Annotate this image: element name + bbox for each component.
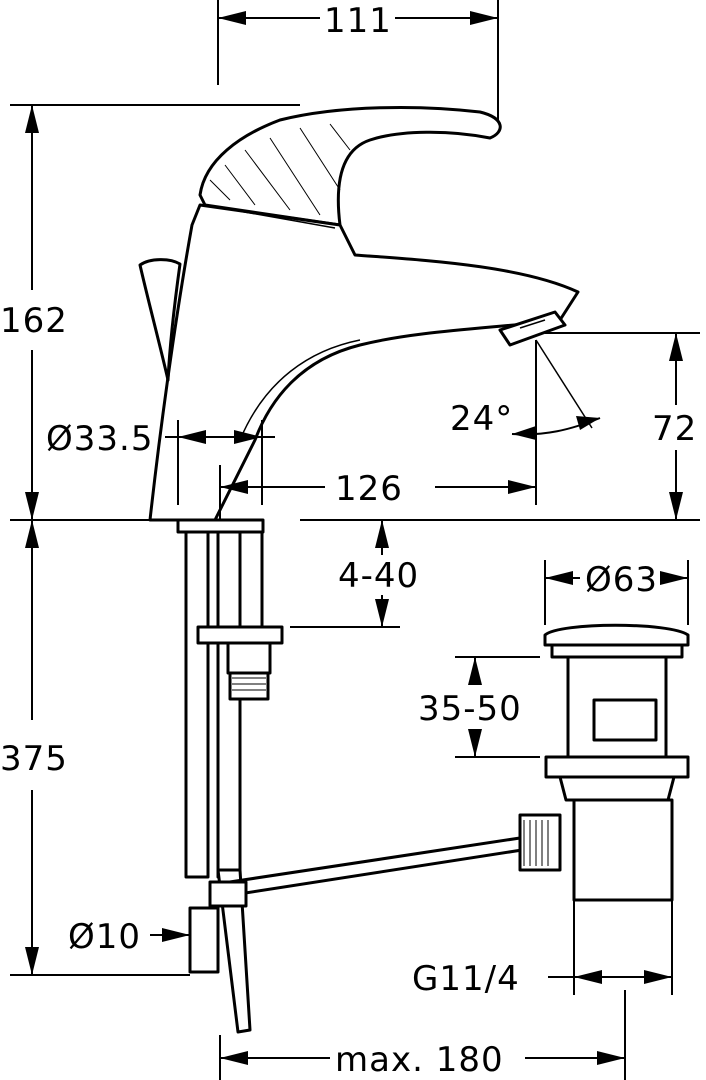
- dimension-diameter-33-5: Ø33.5: [46, 419, 153, 459]
- supply-hoses: [184, 530, 264, 879]
- dimension-width-111: 111: [324, 1, 392, 41]
- dimension-height-162: 162: [0, 301, 68, 341]
- dimension-length-126: 126: [335, 469, 403, 509]
- dimension-height-375: 375: [0, 739, 68, 779]
- faucet-body: [148, 203, 580, 522]
- aerator: [498, 310, 567, 347]
- faucet-lever-handle: [198, 105, 502, 227]
- dimension-angle-24: 24°: [450, 399, 513, 439]
- pop-up-lever: [138, 258, 182, 382]
- linkage-rod: [208, 836, 524, 908]
- pull-rod: [188, 868, 252, 1034]
- drain-waste: [518, 623, 690, 902]
- dimension-diameter-10: Ø10: [68, 917, 141, 957]
- faucet-base-plate: [176, 518, 265, 534]
- dimension-range-4-40: 4-40: [338, 556, 419, 596]
- dimension-max-180: max. 180: [335, 1040, 504, 1080]
- dimension-diameter-63: Ø63: [585, 560, 658, 600]
- dimension-range-35-50: 35-50: [418, 689, 522, 729]
- dimension-height-72: 72: [652, 409, 697, 449]
- mounting-nut: [196, 625, 284, 701]
- dimension-thread-g11-4: G11/4: [412, 959, 520, 999]
- dimension-lines: [10, 0, 700, 1080]
